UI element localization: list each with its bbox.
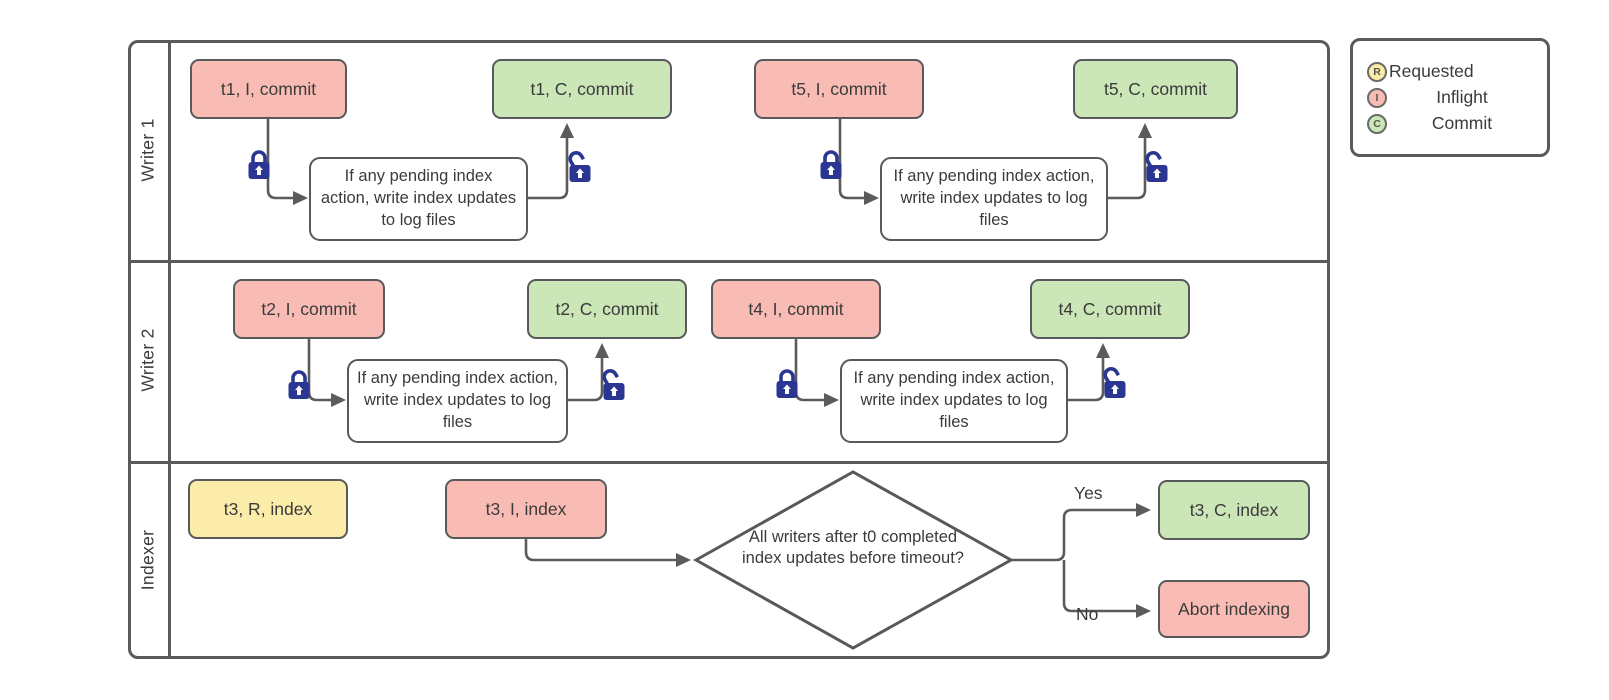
lane-label-writer1: Writer 1 (137, 118, 158, 182)
node-t1-inflight: t1, I, commit (190, 59, 347, 119)
node-t2-inflight: t2, I, commit (233, 279, 385, 339)
inflight-badge-icon: I (1367, 87, 1387, 108)
decision-diamond-text: All writers after t0 completed index upd… (742, 528, 964, 568)
legend-row-inflight: I Inflight (1367, 85, 1537, 111)
legend-label-requested: Requested (1389, 61, 1474, 81)
legend-row-requested: R Requested (1367, 59, 1537, 85)
lane-label-divider (168, 40, 171, 659)
legend-label-commit: Commit (1431, 113, 1493, 133)
note-pending-index-1: If any pending index action, write index… (309, 157, 528, 241)
legend-row-commit: C Commit (1367, 111, 1537, 137)
node-t1-commit: t1, C, commit (492, 59, 672, 119)
lane-divider-2 (128, 461, 1330, 464)
note-pending-index-4: If any pending index action, write index… (840, 359, 1068, 443)
node-t5-inflight: t5, I, commit (754, 59, 924, 119)
lane-divider-1 (128, 260, 1330, 263)
swimlane-pool (128, 40, 1330, 659)
node-t3-inflight: t3, I, index (445, 479, 607, 539)
node-t2-commit: t2, C, commit (527, 279, 687, 339)
node-t3-commit: t3, C, index (1158, 480, 1310, 540)
edge-label-no: No (1076, 604, 1099, 624)
commit-badge-icon: C (1367, 113, 1387, 134)
edge-label-yes: Yes (1074, 483, 1103, 503)
node-t5-commit: t5, C, commit (1073, 59, 1238, 119)
legend: R Requested I Inflight C Commit (1350, 38, 1550, 157)
legend-label-inflight: Inflight (1436, 87, 1488, 107)
requested-badge-icon: R (1367, 61, 1387, 82)
lane-label-writer2: Writer 2 (137, 328, 158, 392)
node-t3-requested: t3, R, index (188, 479, 348, 539)
node-abort-indexing: Abort indexing (1158, 580, 1310, 638)
lane-label-indexer: Indexer (137, 529, 158, 591)
node-t4-inflight: t4, I, commit (711, 279, 881, 339)
node-t4-commit: t4, C, commit (1030, 279, 1190, 339)
note-pending-index-3: If any pending index action, write index… (347, 359, 568, 443)
note-pending-index-2: If any pending index action, write index… (880, 157, 1108, 241)
